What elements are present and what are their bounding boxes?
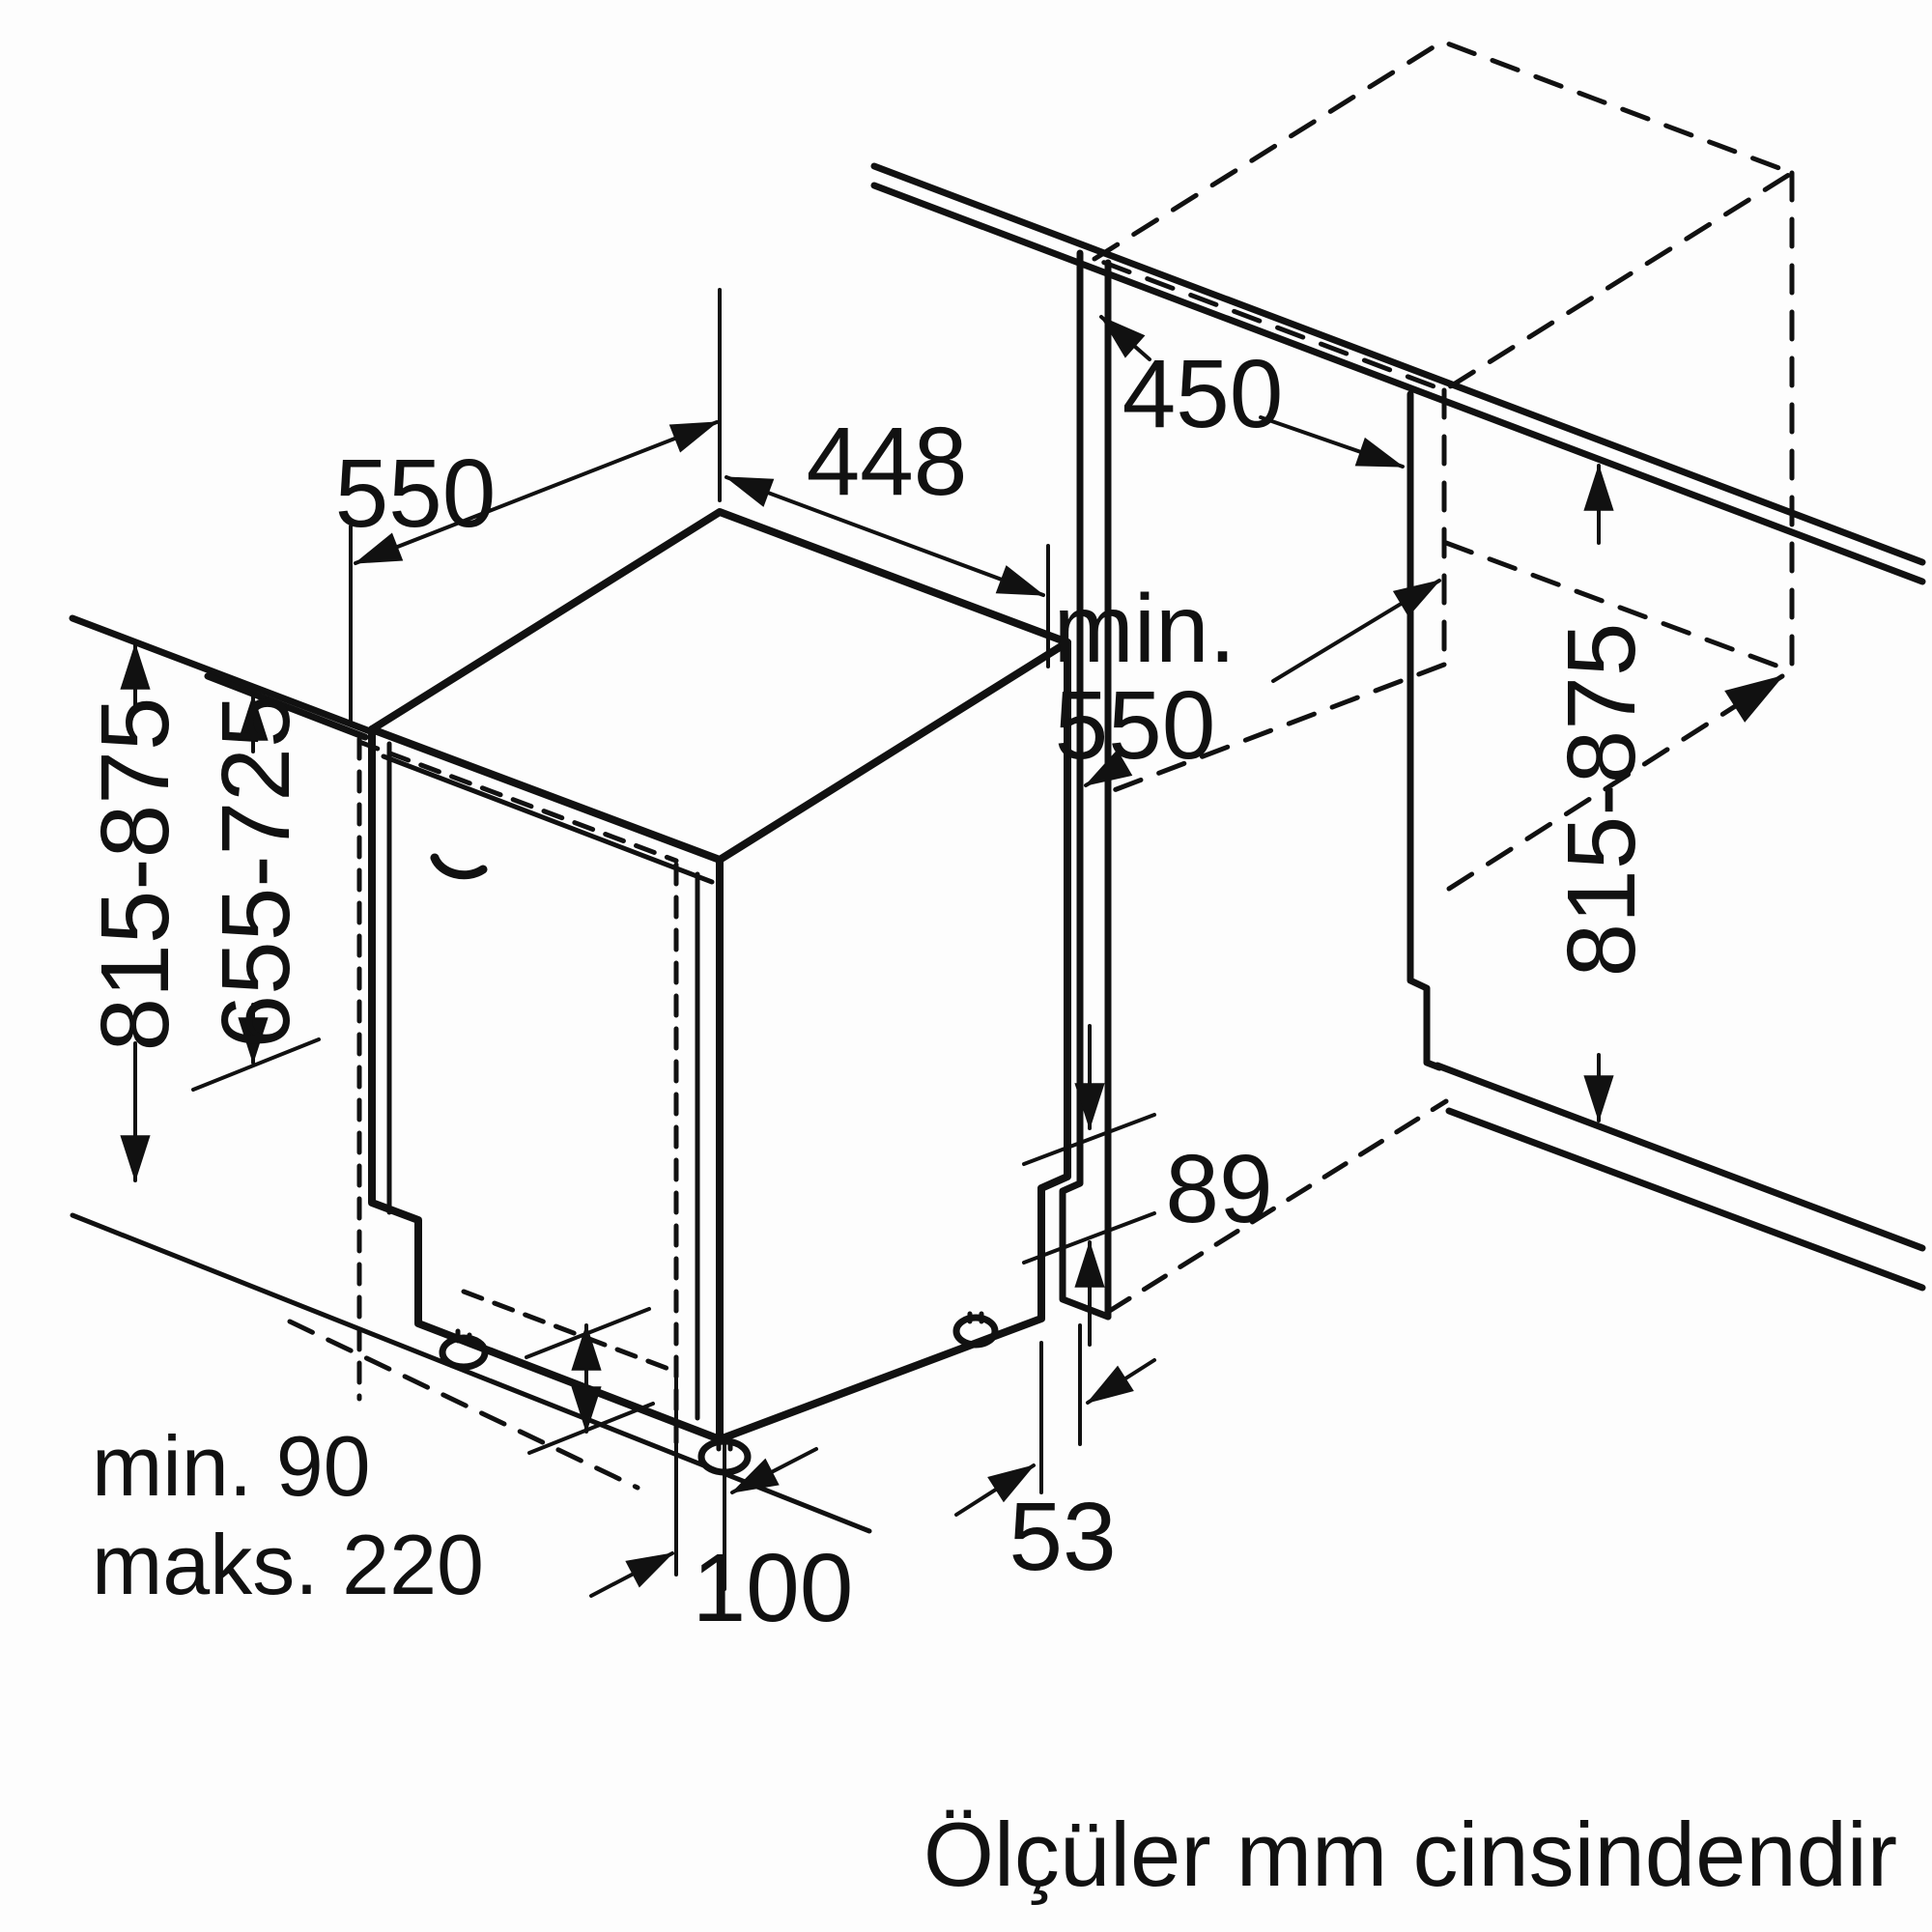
dim-label-550: 550 bbox=[335, 440, 497, 548]
dim-label-815-875-right: 815-875 bbox=[1548, 623, 1656, 978]
dim-655-725: 655-725 bbox=[191, 694, 321, 1092]
dim-label-53: 53 bbox=[1009, 1483, 1116, 1591]
dim-89: 89 bbox=[1022, 1024, 1273, 1347]
dim-label-815-875-left: 815-875 bbox=[81, 697, 189, 1052]
dim-450-niche-width: 450 bbox=[1099, 315, 1405, 469]
niche-right-wall bbox=[1406, 390, 1926, 1292]
dim-plinth-range: min. 90 maks. 220 bbox=[92, 1307, 655, 1612]
dim-label-min: min. bbox=[1054, 575, 1236, 683]
dim-550-depth: 550 bbox=[335, 288, 722, 726]
dim-label-100: 100 bbox=[693, 1534, 854, 1642]
dim-label-655-725: 655-725 bbox=[202, 695, 310, 1049]
dim-label-min550: 550 bbox=[1055, 671, 1216, 780]
planned-cabinet-dashed-box bbox=[1092, 39, 1795, 892]
dim-100: 100 bbox=[589, 1370, 854, 1642]
dishwasher-body bbox=[356, 508, 1071, 1452]
dim-label-448: 448 bbox=[807, 408, 968, 516]
dim-448-width: 448 bbox=[724, 408, 1050, 668]
niche-left-wall bbox=[1059, 249, 1449, 1321]
dim-label-maks-220: maks. 220 bbox=[92, 1517, 484, 1612]
dim-53: 53 bbox=[954, 1323, 1156, 1591]
dim-min-550-niche-depth: min. 550 bbox=[1054, 575, 1441, 787]
door-handle bbox=[430, 853, 488, 880]
dim-815-875-left: 815-875 bbox=[81, 642, 189, 1182]
dim-label-min-90: min. 90 bbox=[92, 1418, 371, 1514]
dim-label-450: 450 bbox=[1122, 340, 1284, 448]
dim-label-89: 89 bbox=[1165, 1135, 1272, 1243]
dim-815-875-right: 815-875 bbox=[1548, 464, 1656, 1122]
right-countertop bbox=[870, 162, 1926, 585]
units-caption: Ölçüler mm cinsindendir bbox=[923, 1804, 1897, 1905]
left-countertop bbox=[69, 614, 374, 741]
